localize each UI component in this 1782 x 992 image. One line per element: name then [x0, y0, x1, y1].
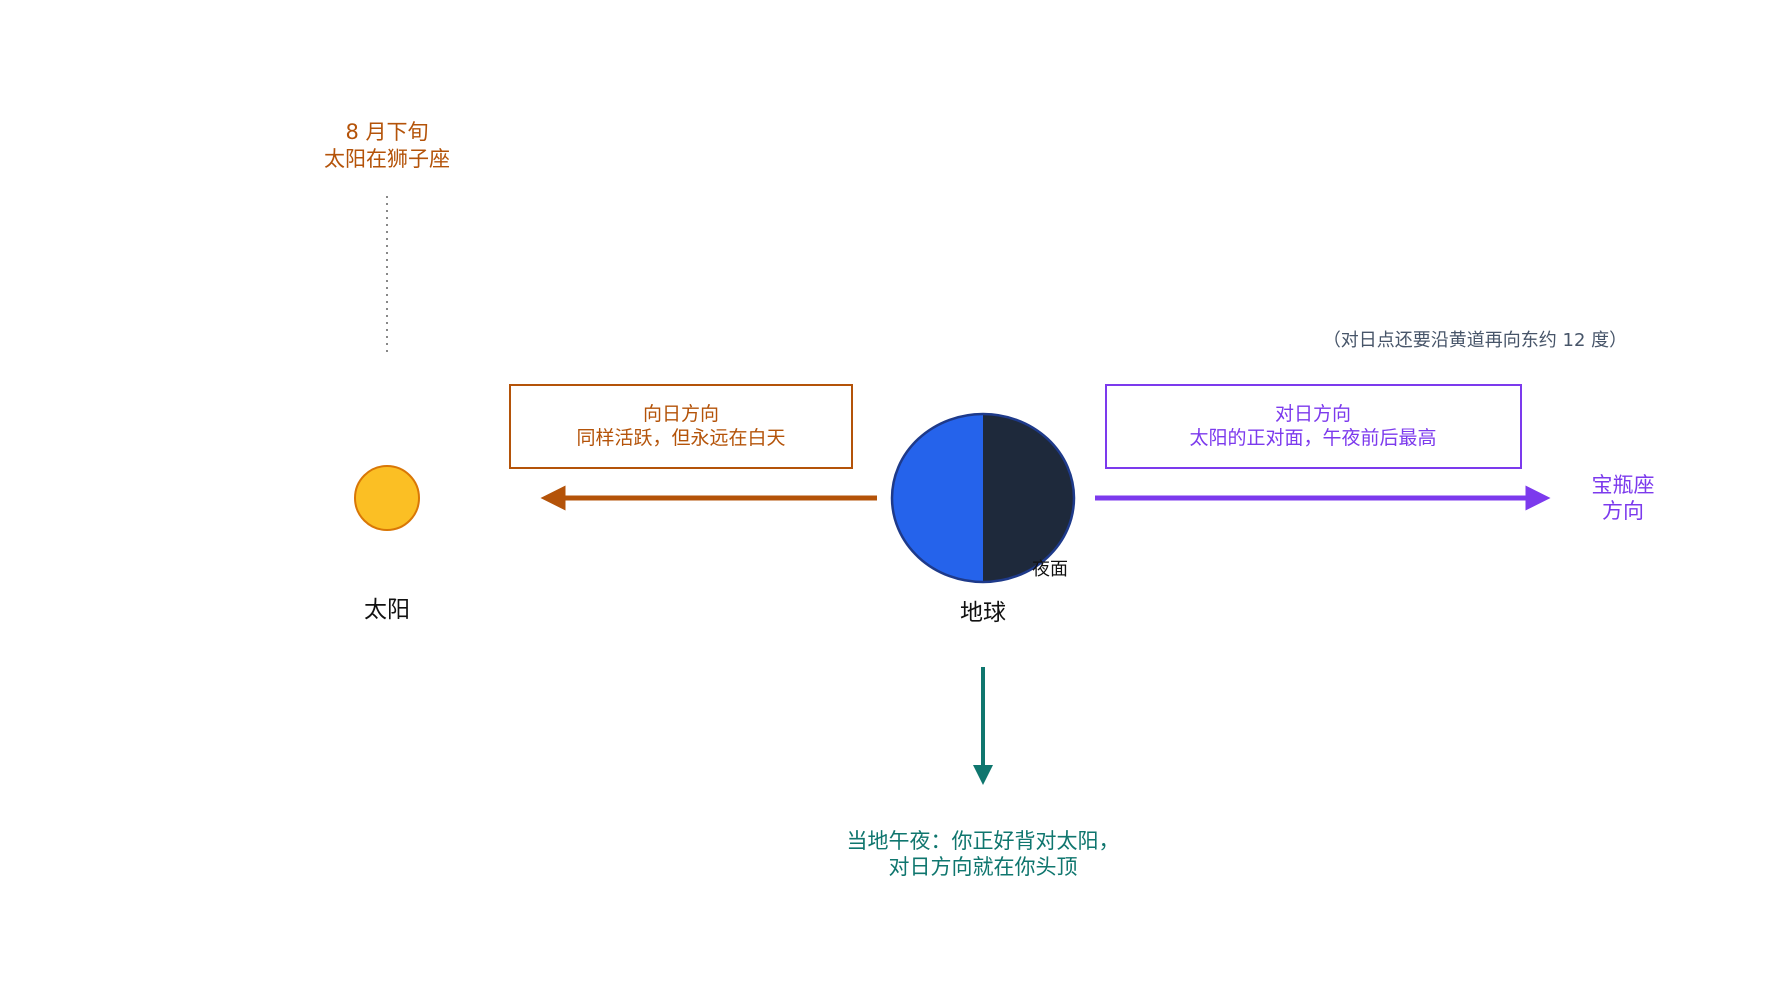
- sunward-title: 向日方向: [643, 403, 719, 425]
- night-side-label: 夜面: [1032, 559, 1068, 580]
- midnight-note-line2: 对日方向就在你头顶: [889, 855, 1078, 879]
- sunward-subtitle: 同样活跃，但永远在白天: [576, 427, 785, 449]
- antisolar-title: 对日方向: [1275, 403, 1351, 425]
- sun-label: 太阳: [364, 597, 410, 623]
- sun-date-line1: 8 月下旬: [345, 120, 428, 144]
- sun-icon: [354, 465, 420, 531]
- sunward-box: [509, 384, 853, 469]
- aquarius-label-line2: 方向: [1602, 499, 1644, 523]
- aquarius-label-line1: 宝瓶座: [1592, 473, 1655, 497]
- sun-date-line2: 太阳在狮子座: [324, 147, 450, 171]
- midnight-note-line1: 当地午夜：你正好背对太阳，: [847, 829, 1120, 853]
- antisolar-box: [1105, 384, 1522, 469]
- earth-label: 地球: [960, 600, 1006, 626]
- antisolar-subtitle: 太阳的正对面，午夜前后最高: [1189, 427, 1436, 449]
- antisolar-note: （对日点还要沿黄道再向东约 12 度）: [1323, 330, 1627, 351]
- earth-icon: [890, 412, 1076, 584]
